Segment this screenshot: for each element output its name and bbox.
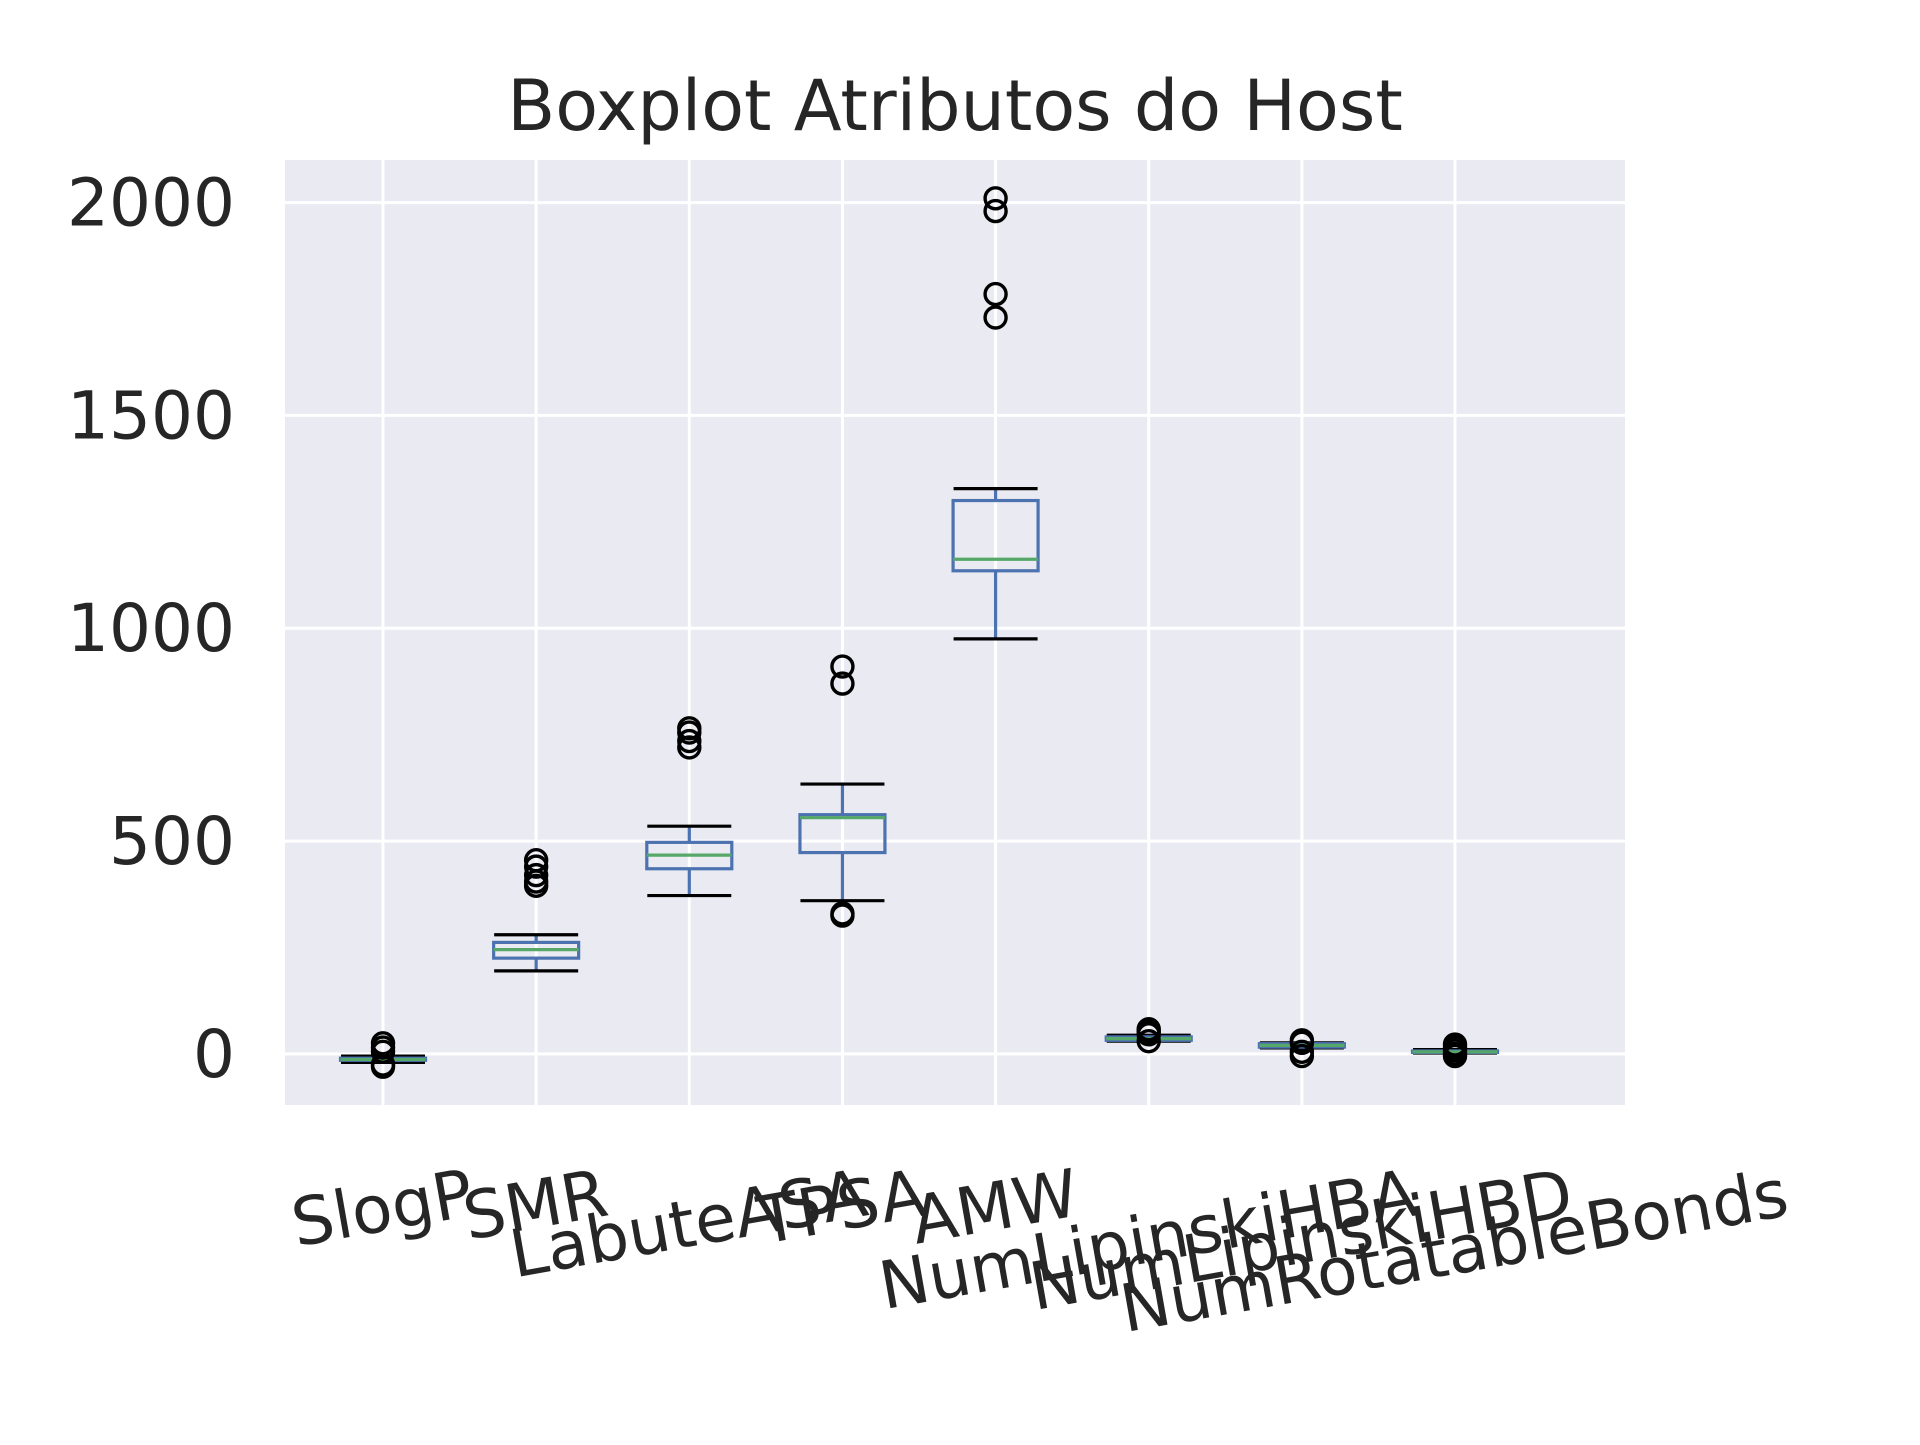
outlier-point <box>370 1054 396 1079</box>
outlier-point <box>1136 1028 1161 1054</box>
outlier-point <box>1136 1022 1161 1047</box>
box-iqr <box>951 498 1040 573</box>
outlier-point <box>677 728 702 754</box>
outlier-point <box>523 873 549 898</box>
plot-area <box>285 160 1625 1105</box>
box-slogp <box>338 1031 428 1079</box>
outlier-point <box>983 281 1008 307</box>
outlier-point <box>830 654 855 679</box>
y-tick-label: 1500 <box>67 377 235 454</box>
chart-title: Boxplot Atributos do Host <box>507 65 1403 147</box>
y-tick-label: 500 <box>109 803 235 880</box>
outlier-point <box>983 305 1008 330</box>
box-iqr <box>798 813 887 855</box>
y-axis-ticks: 0 500 1000 1500 2000 <box>67 165 235 1093</box>
x-tick-label: SlogP <box>286 1155 479 1262</box>
x-axis-ticks: SlogPSMRLabuteASATPSAAMWNumLipinskiHBANu… <box>286 1155 1794 1348</box>
outlier-point <box>830 671 855 696</box>
outlier-point <box>983 186 1008 211</box>
y-tick-label: 2000 <box>67 165 235 242</box>
outlier-point <box>1289 1030 1315 1056</box>
box-numlipinskihbd <box>1257 1028 1346 1069</box>
outlier-point <box>370 1039 396 1064</box>
outlier-point <box>983 198 1008 224</box>
outlier-point <box>677 720 702 745</box>
grid <box>285 160 1625 1105</box>
outlier-point <box>523 862 549 888</box>
box-tpsa <box>798 654 887 928</box>
outlier-point <box>830 903 855 928</box>
y-tick-label: 1000 <box>67 590 235 667</box>
outlier-point <box>523 854 549 879</box>
box-labuteasa <box>645 716 734 898</box>
y-tick-label: 0 <box>193 1016 235 1093</box>
outlier-point <box>1442 1043 1468 1069</box>
box-smr <box>492 848 581 973</box>
outlier-point <box>677 735 702 760</box>
box-amw <box>951 186 1040 641</box>
box-numlipinskihba <box>1104 1017 1193 1054</box>
box-numrotatablebonds <box>1410 1032 1500 1069</box>
boxes <box>338 186 1500 1079</box>
plot-background <box>285 160 1625 1105</box>
outlier-point <box>1289 1043 1315 1069</box>
